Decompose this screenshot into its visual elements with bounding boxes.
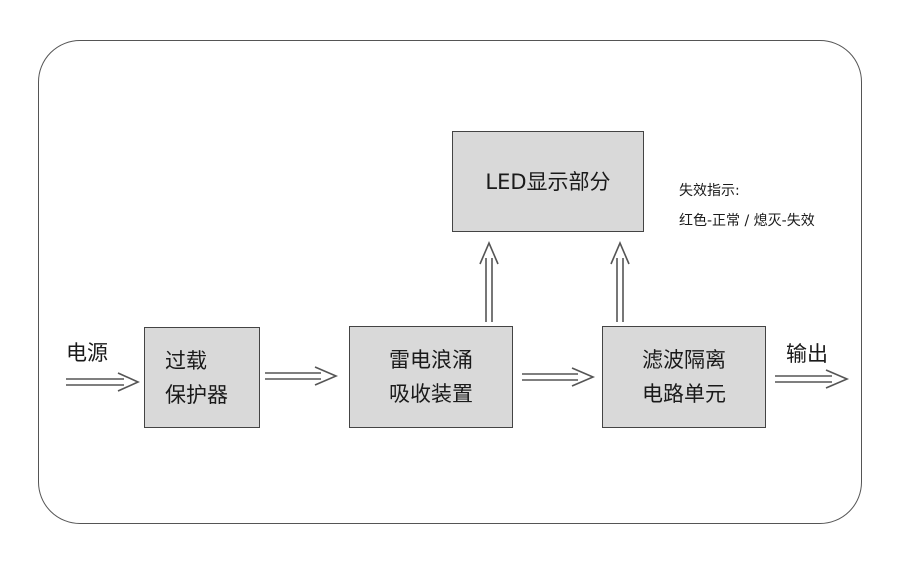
- arrow-overload-to-surge: [265, 366, 339, 386]
- arrow-surge-to-filter: [522, 367, 596, 387]
- failure-indicator-title: 失效指示:: [679, 183, 740, 199]
- arrow-filter-to-output: [775, 369, 850, 389]
- overload-protector-block: 过载 保护器: [144, 327, 260, 428]
- filter-isolation-block: 滤波隔离 电路单元: [602, 326, 766, 428]
- arrow-filter-to-led: [610, 240, 630, 322]
- arrow-surge-to-led: [479, 240, 499, 322]
- led-display-block: LED显示部分: [452, 131, 644, 232]
- power-input-label: 电源: [66, 341, 108, 365]
- filter-line1: 滤波隔离: [642, 348, 726, 372]
- failure-indicator-legend: 红色-正常 / 熄灭-失效: [679, 213, 815, 229]
- surge-absorber-block: 雷电浪涌 吸收装置: [349, 326, 513, 428]
- surge-line2: 吸收装置: [389, 382, 473, 406]
- surge-line1: 雷电浪涌: [389, 348, 473, 372]
- diagram-frame: [38, 40, 862, 524]
- filter-line2: 电路单元: [642, 382, 726, 406]
- led-line1: LED显示部分: [485, 169, 611, 194]
- arrow-power-to-overload: [66, 372, 140, 392]
- output-label: 输出: [786, 342, 828, 366]
- overload-line2: 保护器: [165, 382, 228, 407]
- overload-line1: 过载: [165, 348, 207, 373]
